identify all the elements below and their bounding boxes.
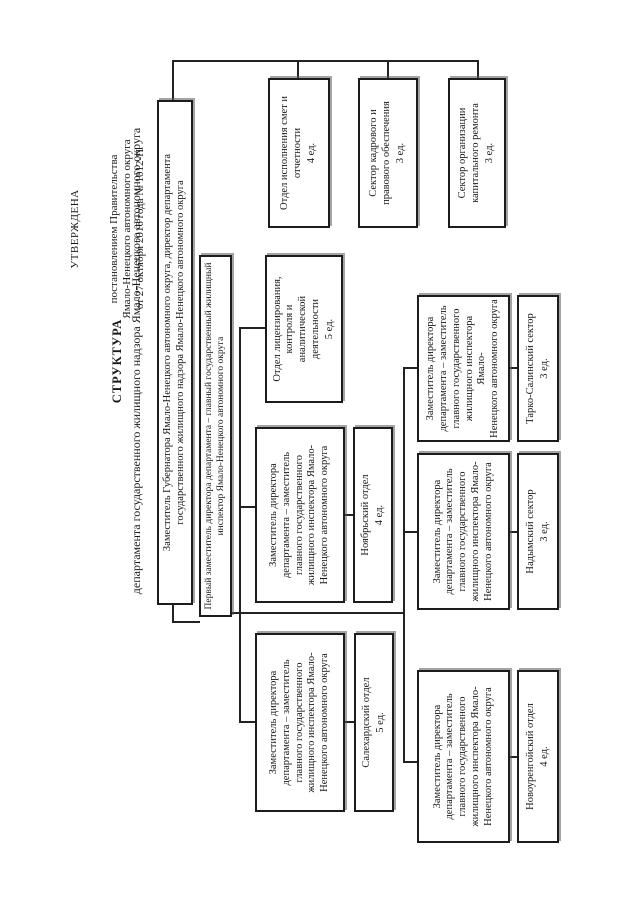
connector [403,367,418,369]
approval-stamp-block: УТВЕРЖДЕНА постановлением Правительства … [56,123,160,335]
connector [477,60,479,78]
connector [172,60,174,100]
org-box-unit-nadym: Надымский сектор 3 ед. [517,453,559,610]
org-box-deputy-nadym: Заместитель директора департамента – зам… [417,453,510,610]
connector [345,721,354,723]
connector [239,721,256,723]
unit-name: Сектор кадрового и правового обеспечения [368,101,393,205]
unit-name: Сектор организации капитального ремонта [457,103,482,203]
unit-staff-count: 3 ед. [483,142,495,164]
connector [510,531,517,533]
org-box-unit-hr-legal: Сектор кадрового и правового обеспечения… [358,78,418,228]
connector [239,506,256,508]
page-title: СТРУКТУРА [110,318,124,404]
org-box-first-deputy: Первый заместитель директора департамент… [199,255,232,617]
unit-staff-count: 4 ед. [373,504,385,526]
connector [510,756,517,758]
connector [387,62,389,78]
org-box-unit-novourengoy: Новоуренгойский отдел 4 ед. [517,670,559,843]
approval-stamp-title: УТВЕРЖДЕНА [68,189,81,269]
unit-name: Надымский сектор [524,489,536,574]
deputy-label: Заместитель директора департамента – зам… [268,444,331,586]
unit-name: Тарко-Салинский сектор [524,313,536,424]
org-box-director-label: Заместитель Губернатора Ямало-Ненецкого … [162,153,186,552]
org-box-unit-salekhard: Салехардский отдел 5 ед. [354,633,394,812]
unit-staff-count: 3 ед. [394,142,406,164]
deputy-label: Заместитель директора департамента – зам… [431,461,494,602]
org-box-first-deputy-label: Первый заместитель директора департамент… [203,262,226,610]
unit-name: Ноябрьский отдел [359,474,371,556]
connector [231,612,405,614]
page-subtitle: департамента государственного жилищного … [129,127,143,595]
unit-staff-count: 5 ед. [323,318,335,340]
org-box-unit-capital-repair: Сектор организации капитального ремонта … [448,78,506,228]
unit-staff-count: 5 ед. [374,712,386,733]
connector [297,62,299,78]
connector [403,367,405,763]
org-box-unit-noyabrsk: Ноябрьский отдел 4 ед. [353,427,393,603]
unit-staff-count: 3 ед. [538,358,550,379]
unit-name: Отдел лицензирования, контроля и аналити… [271,276,321,382]
connector [172,60,479,62]
connector [239,327,266,329]
org-box-deputy-tarko-sale: Заместитель директора департамента – зам… [417,295,510,442]
unit-staff-count: 4 ед. [305,142,317,164]
connector [403,761,418,763]
org-box-unit-tarko-sale: Тарко-Салинский сектор 3 ед. [517,295,559,442]
unit-staff-count: 4 ед. [538,746,550,767]
org-box-unit-budget-execution: Отдел исполнения смет и отчетности 4 ед. [268,78,330,228]
connector [239,327,241,723]
unit-name: Новоуренгойский отдел [524,703,536,810]
document-title-block: СТРУКТУРА департамента государственного … [110,95,144,627]
unit-staff-count: 3 ед. [538,521,550,542]
org-box-deputy-salekhard: Заместитель директора департамента – зам… [255,633,345,812]
unit-name: Отдел исполнения смет и отчетности [279,96,304,210]
unit-name: Салехардский отдел [360,677,372,768]
org-box-deputy-novourengoy: Заместитель директора департамента – зам… [417,670,510,843]
connector [403,531,418,533]
org-box-unit-licensing: Отдел лицензирования, контроля и аналити… [265,255,343,403]
org-box-director: Заместитель Губернатора Ямало-Ненецкого … [157,100,193,605]
connector [172,621,200,623]
deputy-label: Заместитель директора департамента – зам… [425,299,501,438]
org-box-deputy-noyabrsk: Заместитель директора департамента – зам… [255,427,345,603]
deputy-label: Заместитель директора департамента – зам… [268,652,331,793]
deputy-label: Заместитель директора департамента – зам… [431,686,494,827]
connector [510,367,517,369]
